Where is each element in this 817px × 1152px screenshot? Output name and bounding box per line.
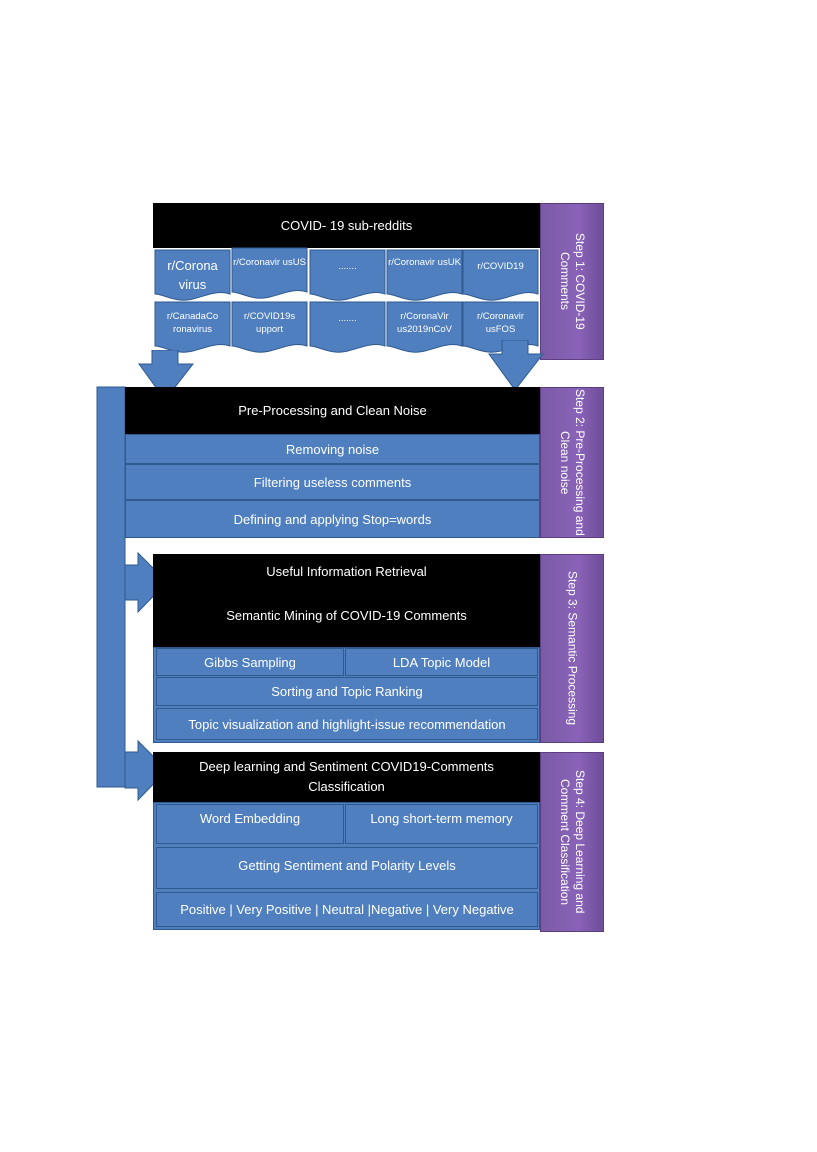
step4-word-embedding: Word Embedding — [156, 804, 344, 844]
subreddit-label: r/Corona virus — [167, 258, 218, 292]
subreddit-doc-3: ....... — [309, 249, 386, 302]
subreddit-doc-2: r/Coronavir usUS — [231, 247, 308, 300]
step1-side-label: Step 1: COVID-19 Comments — [558, 233, 587, 330]
subreddit-doc-9: r/CoronaVir us2019nCoV — [386, 301, 463, 354]
step2-row-removing-noise: Removing noise — [125, 434, 540, 464]
step3-title-bar: Useful Information Retrieval Semantic Mi… — [153, 554, 540, 647]
subreddit-label: ....... — [338, 313, 357, 324]
step4-cell-label: Word Embedding — [199, 811, 301, 826]
step3-side-label: Step 3: Semantic Processing — [565, 571, 580, 726]
step4-cell-label: Positive | Very Positive | Neutral |Nega… — [180, 902, 514, 917]
subreddit-label: r/CoronaVir us2019nCoV — [397, 311, 452, 335]
step4-side-label-box: Step 4: Deep Learning and Comment Classi… — [540, 752, 604, 932]
subreddit-label: r/COVID19s upport — [243, 311, 296, 335]
step3-title-2: Semantic Mining of COVID-19 Comments — [226, 608, 467, 623]
step4-cell-label: Getting Sentiment and Polarity Levels — [238, 858, 456, 873]
subreddit-doc-4: r/Coronavir usUK — [386, 249, 463, 302]
step3-cell-label: LDA Topic Model — [392, 654, 491, 670]
step3-cell-label: Sorting and Topic Ranking — [271, 684, 423, 699]
subreddit-label: r/COVID19 — [477, 261, 524, 272]
step2-title-bar: Pre-Processing and Clean Noise — [125, 387, 540, 434]
subreddit-label: ....... — [338, 261, 357, 272]
step2-row-label: Removing noise — [285, 441, 380, 457]
step1-side-label-box: Step 1: COVID-19 Comments — [540, 203, 604, 360]
subreddit-doc-7: r/COVID19s upport — [231, 301, 308, 354]
step3-cell-label: Topic visualization and highlight-issue … — [188, 716, 506, 732]
step1-title: COVID- 19 sub-reddits — [280, 218, 413, 233]
subreddit-label: r/Coronavir usUK — [388, 257, 461, 268]
step3-sorting-ranking: Sorting and Topic Ranking — [156, 677, 538, 706]
subreddit-doc-6: r/CanadaCo ronavirus — [154, 301, 231, 354]
step3-lda-topic-model: LDA Topic Model — [345, 648, 538, 676]
down-arrow-right — [488, 340, 545, 391]
subreddit-label: r/Coronavir usFOS — [477, 311, 524, 335]
step3-title-1: Useful Information Retrieval — [266, 564, 427, 579]
step1-title-bar: COVID- 19 sub-reddits — [153, 203, 540, 248]
subreddit-doc-8: ....... — [309, 301, 386, 354]
subreddit-doc-1: r/Corona virus — [154, 249, 231, 302]
step3-visualization: Topic visualization and highlight-issue … — [156, 708, 538, 740]
step2-title: Pre-Processing and Clean Noise — [238, 403, 427, 418]
subreddit-doc-5: r/COVID19 — [462, 249, 539, 302]
step3-gibbs-sampling: Gibbs Sampling — [156, 648, 344, 676]
step2-row-filtering: Filtering useless comments — [125, 464, 540, 500]
step2-row-stopwords: Defining and applying Stop=words — [125, 500, 540, 538]
step4-lstm: Long short-term memory — [345, 804, 538, 844]
subreddit-label: r/CanadaCo ronavirus — [166, 311, 219, 335]
subreddit-label: r/Coronavir usUS — [233, 257, 306, 268]
step4-title-bar: Deep learning and Sentiment COVID19-Comm… — [153, 752, 540, 802]
step4-sentiment-classes: Positive | Very Positive | Neutral |Nega… — [156, 892, 538, 927]
step4-title: Deep learning and Sentiment COVID19-Comm… — [199, 759, 494, 794]
step2-side-label: Step 2: Pre-Processing and Clean noise — [558, 389, 587, 536]
step2-row-label: Filtering useless comments — [253, 474, 412, 490]
step4-cell-label: Long short-term memory — [370, 811, 513, 826]
down-arrow-left — [138, 350, 195, 401]
step2-row-label: Defining and applying Stop=words — [233, 511, 432, 527]
step4-sentiment-levels: Getting Sentiment and Polarity Levels — [156, 847, 538, 889]
step3-cell-label: Gibbs Sampling — [204, 654, 296, 670]
step2-side-label-box: Step 2: Pre-Processing and Clean noise — [540, 387, 604, 538]
step4-side-label: Step 4: Deep Learning and Comment Classi… — [558, 770, 587, 914]
step3-side-label-box: Step 3: Semantic Processing — [540, 554, 604, 743]
